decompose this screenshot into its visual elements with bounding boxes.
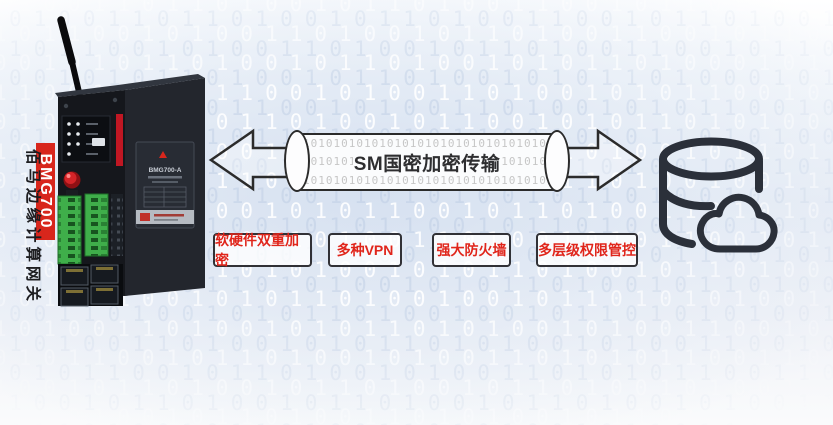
cloud-database-icon — [659, 137, 778, 253]
pipe-binary-left: 10101010 — [303, 156, 353, 168]
gateway-device-image: BMG700-A — [55, 16, 205, 307]
silver-strip — [136, 210, 194, 224]
pipe-title: SM国密加密传输 — [353, 153, 501, 175]
led-indicators — [67, 122, 80, 156]
side-label-sticker: BMG700-A — [135, 141, 195, 229]
side-model-text: BMG700-A — [149, 167, 182, 174]
device-name-vertical: 佰马边缘计算网关 — [24, 148, 41, 305]
terminal-blocks — [57, 193, 123, 265]
pipe-binary-right: 10101010 — [501, 156, 551, 168]
pipe-right-cap — [544, 130, 570, 192]
brand-logo-icon — [159, 151, 167, 158]
ethernet-ports — [58, 264, 123, 307]
pipe-left-cap — [284, 130, 310, 192]
feature-badge-encryption: 软硬件双重加密 — [213, 232, 312, 268]
feature-badge-vpn: 多种VPN — [328, 233, 402, 267]
cloud-icon — [696, 193, 778, 253]
front-panel — [57, 97, 123, 307]
red-model-strip — [116, 114, 123, 166]
sim-toggle — [92, 138, 105, 146]
feature-badge-permissions: 多层级权限管控 — [536, 233, 638, 267]
sma-connector — [63, 171, 81, 195]
feature-badge-firewall: 强大防火墙 — [432, 233, 511, 267]
